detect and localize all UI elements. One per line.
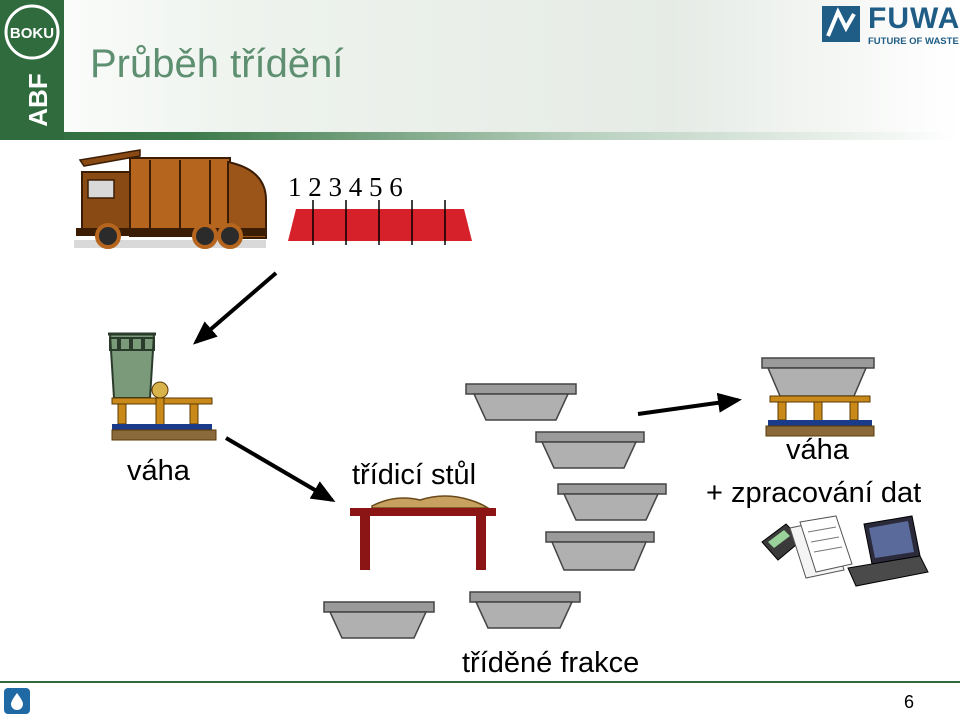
tub-4-icon [545, 531, 655, 571]
boku-logo: BOKU ABF [0, 0, 64, 140]
arrow-scale-to-table [224, 436, 336, 503]
belt-position-numbers: 1 2 3 4 5 6 [288, 172, 403, 202]
fuwa-tagline: FUTURE OF WASTE [868, 36, 959, 47]
tub-3-icon [557, 483, 667, 521]
tub-2-icon [535, 431, 645, 469]
sorting-table-icon [350, 495, 496, 570]
scale-label: váha [127, 455, 190, 487]
fuwa-logo-icon [818, 2, 864, 51]
header-band [0, 0, 960, 132]
scale-with-tub-icon [761, 357, 875, 437]
data-processing-label: + zpracování dat [706, 477, 922, 509]
tub-1-icon [465, 383, 577, 421]
water-drop-logo-icon [4, 688, 30, 714]
fuwa-name: FUWA [868, 2, 960, 35]
page-title: Průběh třídění [90, 42, 344, 86]
page-number: 6 [904, 692, 915, 712]
svg-text:BOKU: BOKU [10, 25, 54, 42]
arrow-truck-to-scale [192, 271, 278, 345]
tub-5-icon [323, 601, 435, 639]
scale-with-bin-icon [108, 332, 217, 441]
header-rule [0, 132, 960, 140]
conveyor-belt [288, 200, 472, 245]
sorted-fractions-label: tříděné frakce [462, 647, 640, 679]
garbage-truck-icon [74, 149, 267, 249]
final-scale-label: váha [786, 434, 849, 466]
sorting-table-label: třídicí stůl [352, 459, 477, 491]
footer-rule [0, 681, 960, 683]
svg-text:ABF: ABF [23, 73, 53, 126]
laptop-icon [847, 515, 929, 587]
documents-icon [789, 515, 853, 579]
arrow-table-to-scale [637, 392, 742, 416]
tub-6-icon [469, 591, 581, 629]
